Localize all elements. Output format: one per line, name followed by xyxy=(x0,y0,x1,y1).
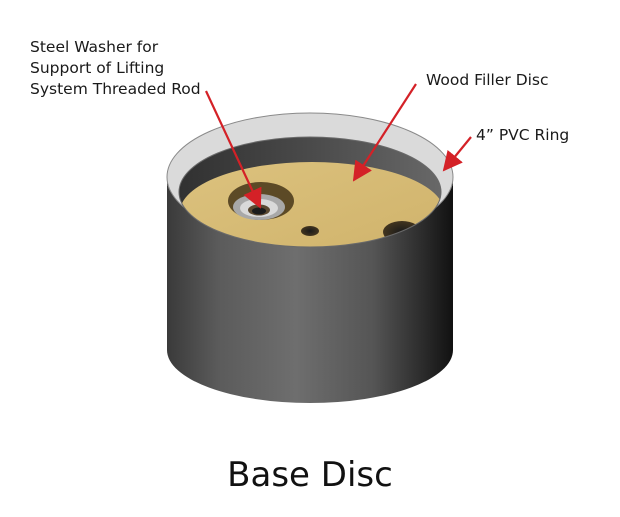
small-hole xyxy=(301,226,319,236)
washer-arrow xyxy=(205,90,262,209)
washer-label-line-2: Support of Lifting xyxy=(30,59,165,77)
pvc-ring-label: 4” PVC Ring xyxy=(476,126,570,144)
washer-label-line-3: System Threaded Rod xyxy=(30,80,201,98)
diagram-caption: Base Disc xyxy=(227,455,393,495)
washer-label-line-1: Steel Washer for xyxy=(30,38,159,56)
pvc-arrow xyxy=(442,136,472,172)
wood-arrow xyxy=(352,83,417,182)
wood-disc-label: Wood Filler Disc xyxy=(426,71,549,89)
steel-washer xyxy=(228,182,294,220)
washer-label: Steel Washer for Support of Lifting Syst… xyxy=(30,37,201,100)
